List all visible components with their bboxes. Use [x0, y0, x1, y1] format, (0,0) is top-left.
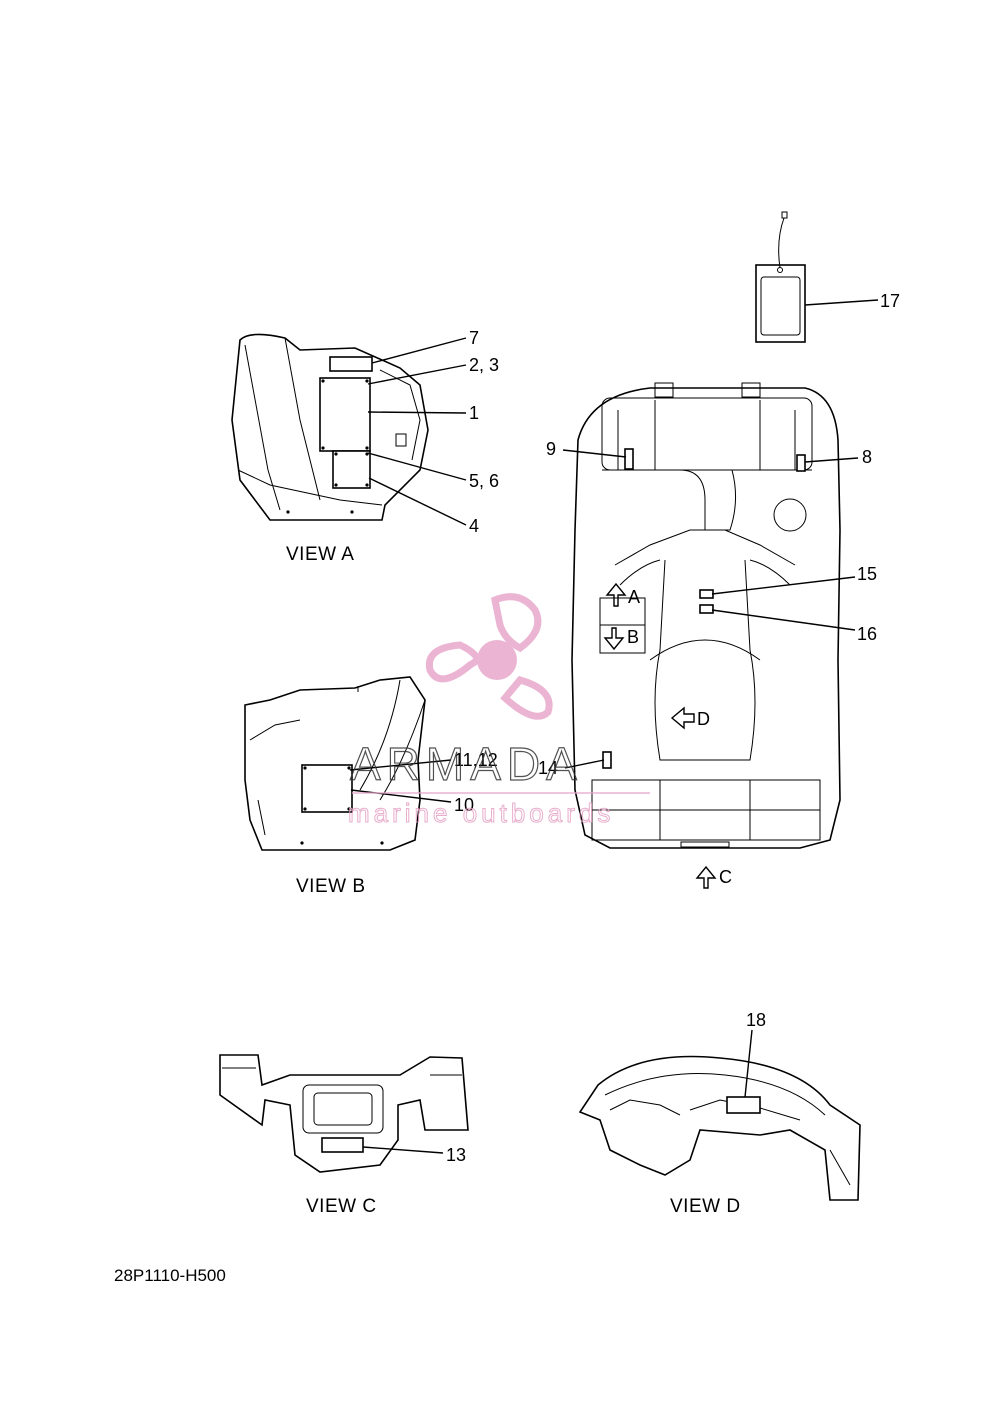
callout-18: 18: [746, 1010, 766, 1030]
view-a-drawing: [231, 333, 429, 521]
view-marker-a: A: [628, 587, 640, 607]
callout-9: 9: [546, 439, 556, 459]
view-c-drawing: [219, 1054, 469, 1173]
callout-2-3: 2, 3: [469, 355, 499, 375]
view-a-title: VIEW A: [286, 544, 354, 565]
watermark: ARMADA marine outboards: [348, 593, 650, 829]
arrow-up-icon: [695, 865, 717, 889]
propeller-icon: [425, 593, 553, 720]
view-marker-d: D: [697, 709, 710, 729]
hang-tag-drawing: [755, 211, 806, 343]
callout-4: 4: [469, 516, 479, 536]
callout-11-12: 11,12: [454, 750, 498, 770]
top-view-leaders: [562, 449, 859, 769]
callout-8: 8: [862, 447, 872, 467]
callout-13: 13: [446, 1145, 466, 1165]
arrow-left-icon: [670, 706, 695, 730]
view-b-title: VIEW B: [296, 876, 366, 897]
watermark-tagline: marine outboards: [348, 798, 614, 828]
view-marker-c: C: [719, 867, 732, 887]
callout-7: 7: [469, 328, 479, 348]
callout-17: 17: [880, 291, 900, 311]
view-d-title: VIEW D: [670, 1196, 741, 1217]
view-c-title: VIEW C: [306, 1196, 377, 1217]
callout-14: 14: [538, 758, 558, 778]
watermark-brand: ARMADA: [350, 738, 583, 790]
arrow-up-icon: [605, 582, 627, 607]
arrow-down-icon: [603, 627, 625, 651]
atv-top-view-drawing: [571, 382, 841, 849]
view-b-drawing: [244, 676, 426, 851]
callout-15: 15: [857, 564, 877, 584]
callout-10: 10: [454, 795, 474, 815]
view-d-drawing: [578, 1055, 861, 1201]
callout-16: 16: [857, 624, 877, 644]
view-marker-b: B: [627, 627, 639, 647]
callout-5-6: 5, 6: [469, 471, 499, 491]
drawing-code: 28P1110-H500: [114, 1266, 226, 1285]
callout-1: 1: [469, 403, 479, 423]
view-a-leaders: [367, 337, 467, 526]
